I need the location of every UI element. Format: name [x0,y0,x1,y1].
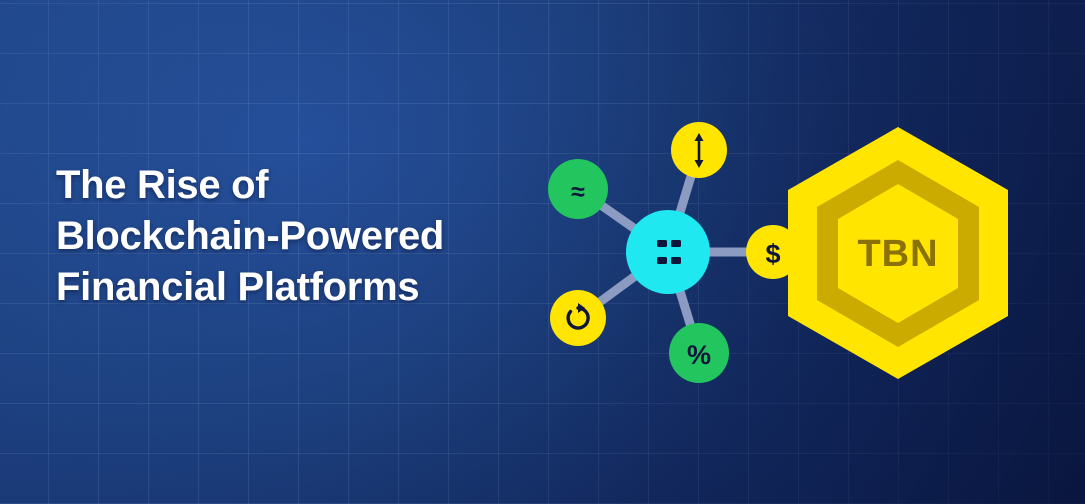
node-refresh[interactable] [550,290,606,346]
page-title: The Rise of Blockchain-Powered Financial… [56,163,445,310]
node-currency-label: $ [765,239,780,269]
center-node[interactable] [626,210,710,294]
node-approximation[interactable] [548,159,608,219]
up-down-arrow-icon [694,133,704,168]
blockchain-network-graphic: TBN ≈ [520,0,1085,504]
blockchain-link-icon [657,240,681,264]
node-currency[interactable] [746,225,800,279]
node-percentage[interactable] [669,323,729,383]
node-approximation-label: ≈ [571,178,585,206]
hexagon-logo-text: TBN [857,233,938,275]
node-percentage-label: % [687,340,711,370]
refresh-arrow-icon [566,303,590,330]
hexagon-inner [838,184,958,323]
